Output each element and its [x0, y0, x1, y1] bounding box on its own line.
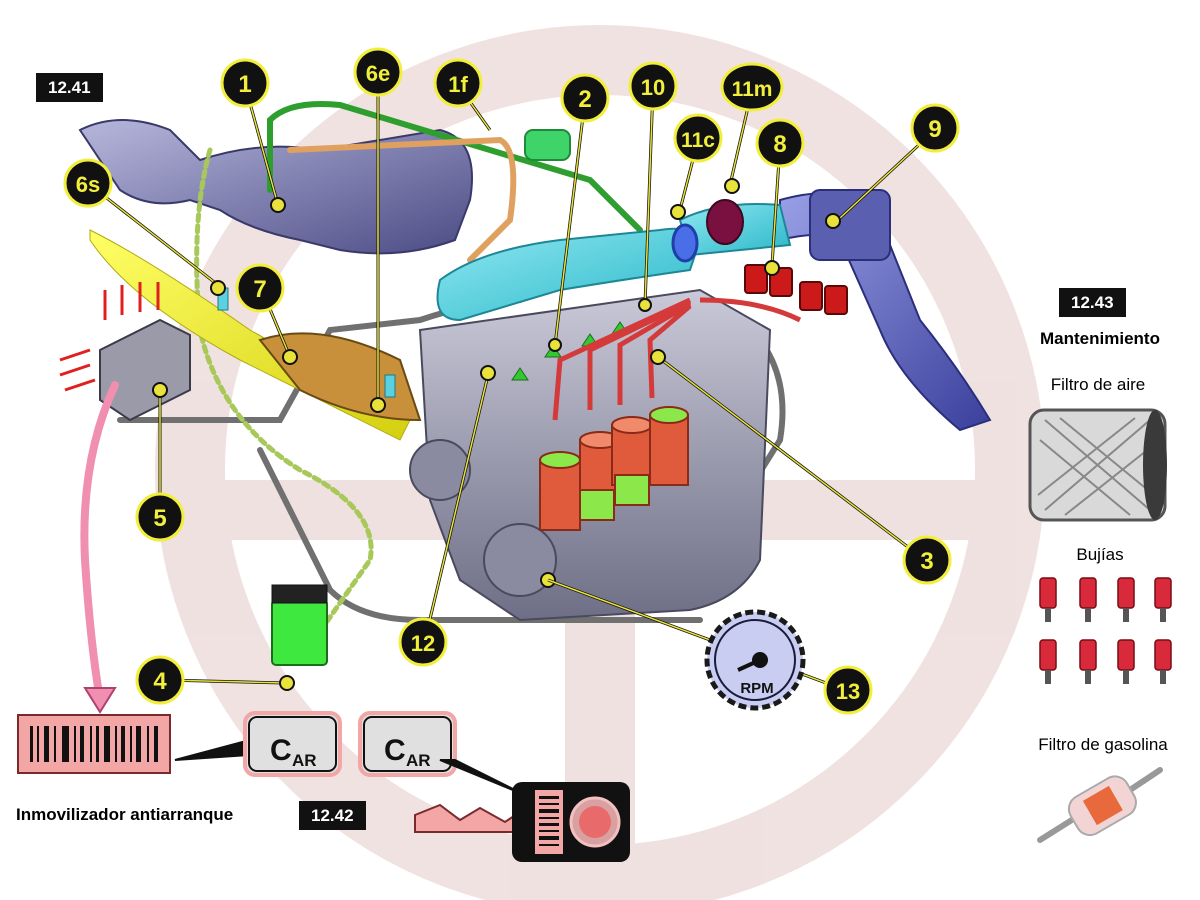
canister-purge-valve — [524, 129, 571, 161]
key-reader — [512, 782, 630, 862]
oxygen-sensor-downstream — [384, 374, 396, 398]
callout-8: 8 — [755, 118, 805, 168]
callout-4: 4 — [135, 655, 185, 705]
callout-label: 7 — [253, 276, 266, 303]
callout-13: 13 — [823, 665, 873, 715]
car-bubble-right: C AR — [358, 711, 457, 777]
callout-label: 11c — [681, 129, 715, 152]
air-mass-meter — [706, 199, 744, 245]
battery — [271, 599, 328, 666]
callout-11m: 11m — [720, 62, 784, 112]
callout-label: 12 — [411, 631, 435, 656]
car-sub: AR — [292, 751, 317, 770]
callout-1: 1 — [220, 58, 270, 108]
callout-11c: 11c — [673, 113, 723, 163]
air-filter-label: Filtro de aire — [1050, 375, 1146, 394]
air-filter-box — [809, 189, 891, 261]
callout-label: 8 — [773, 131, 786, 158]
callout-2: 2 — [560, 73, 610, 123]
spark-plug-wires — [552, 297, 802, 421]
car-main: C — [384, 734, 406, 767]
ignition-coils — [744, 264, 848, 315]
car-bubble-left: C AR — [243, 711, 342, 777]
fuel-filter-label: Filtro de gasolina — [1038, 735, 1168, 754]
callout-label: 1f — [448, 72, 468, 97]
pulley — [409, 439, 471, 501]
section-tag-12-43: 12.43 — [1059, 288, 1126, 317]
callout-1f: 1f — [433, 58, 483, 108]
callout-6e: 6e — [353, 47, 403, 97]
cylinders — [539, 406, 689, 531]
spark-plugs-image — [1039, 577, 1172, 684]
callout-10: 10 — [628, 61, 678, 111]
immobilizer-label: Inmovilizador antiarranque — [16, 805, 234, 824]
section-tag-12-42: 12.42 — [299, 801, 366, 830]
callout-label: 6e — [366, 61, 390, 86]
callout-9: 9 — [910, 103, 960, 153]
callout-label: 4 — [153, 668, 167, 695]
fuel-tank — [78, 119, 473, 255]
ecu-unit — [99, 318, 191, 422]
immobilizer-barcode — [17, 714, 171, 774]
callout-7: 7 — [235, 263, 285, 313]
air-filter-image — [1028, 408, 1167, 522]
section-tag-12-41: 12.41 — [36, 73, 103, 102]
callout-label: 3 — [920, 548, 933, 575]
car-bubble-left-tail — [174, 738, 251, 761]
immobilizer-wire — [80, 381, 119, 704]
callout-label: 13 — [836, 679, 860, 704]
fuel-filter-image — [1037, 767, 1163, 843]
spark-plugs-label: Bujías — [1076, 545, 1124, 564]
maintenance-label: Mantenimiento — [1040, 329, 1160, 348]
car-main: C — [270, 734, 292, 767]
key-icon — [414, 803, 521, 833]
callout-label: 5 — [153, 505, 166, 532]
callout-label: 9 — [928, 116, 941, 143]
car-bubble-right-tail — [439, 759, 526, 796]
ecu-input-arrows — [59, 282, 160, 392]
callout-5: 5 — [135, 492, 185, 542]
leader-end-dots — [152, 178, 841, 691]
callout-6s: 6s — [63, 158, 113, 208]
throttle-body — [671, 223, 699, 263]
rpm-label: RPM — [740, 680, 773, 697]
battery-top — [271, 584, 328, 604]
callout-3: 3 — [902, 535, 952, 585]
immobilizer-arrowhead — [83, 687, 117, 714]
callout-label: 6s — [76, 172, 100, 197]
callout-label: 1 — [238, 71, 251, 98]
callout-label: 11m — [732, 78, 773, 101]
rpm-gauge: RPM — [704, 609, 806, 711]
callout-label: 10 — [641, 75, 665, 100]
callout-label: 2 — [578, 86, 591, 113]
pulley — [483, 523, 557, 597]
car-sub: AR — [406, 751, 431, 770]
callout-12: 12 — [398, 617, 448, 667]
